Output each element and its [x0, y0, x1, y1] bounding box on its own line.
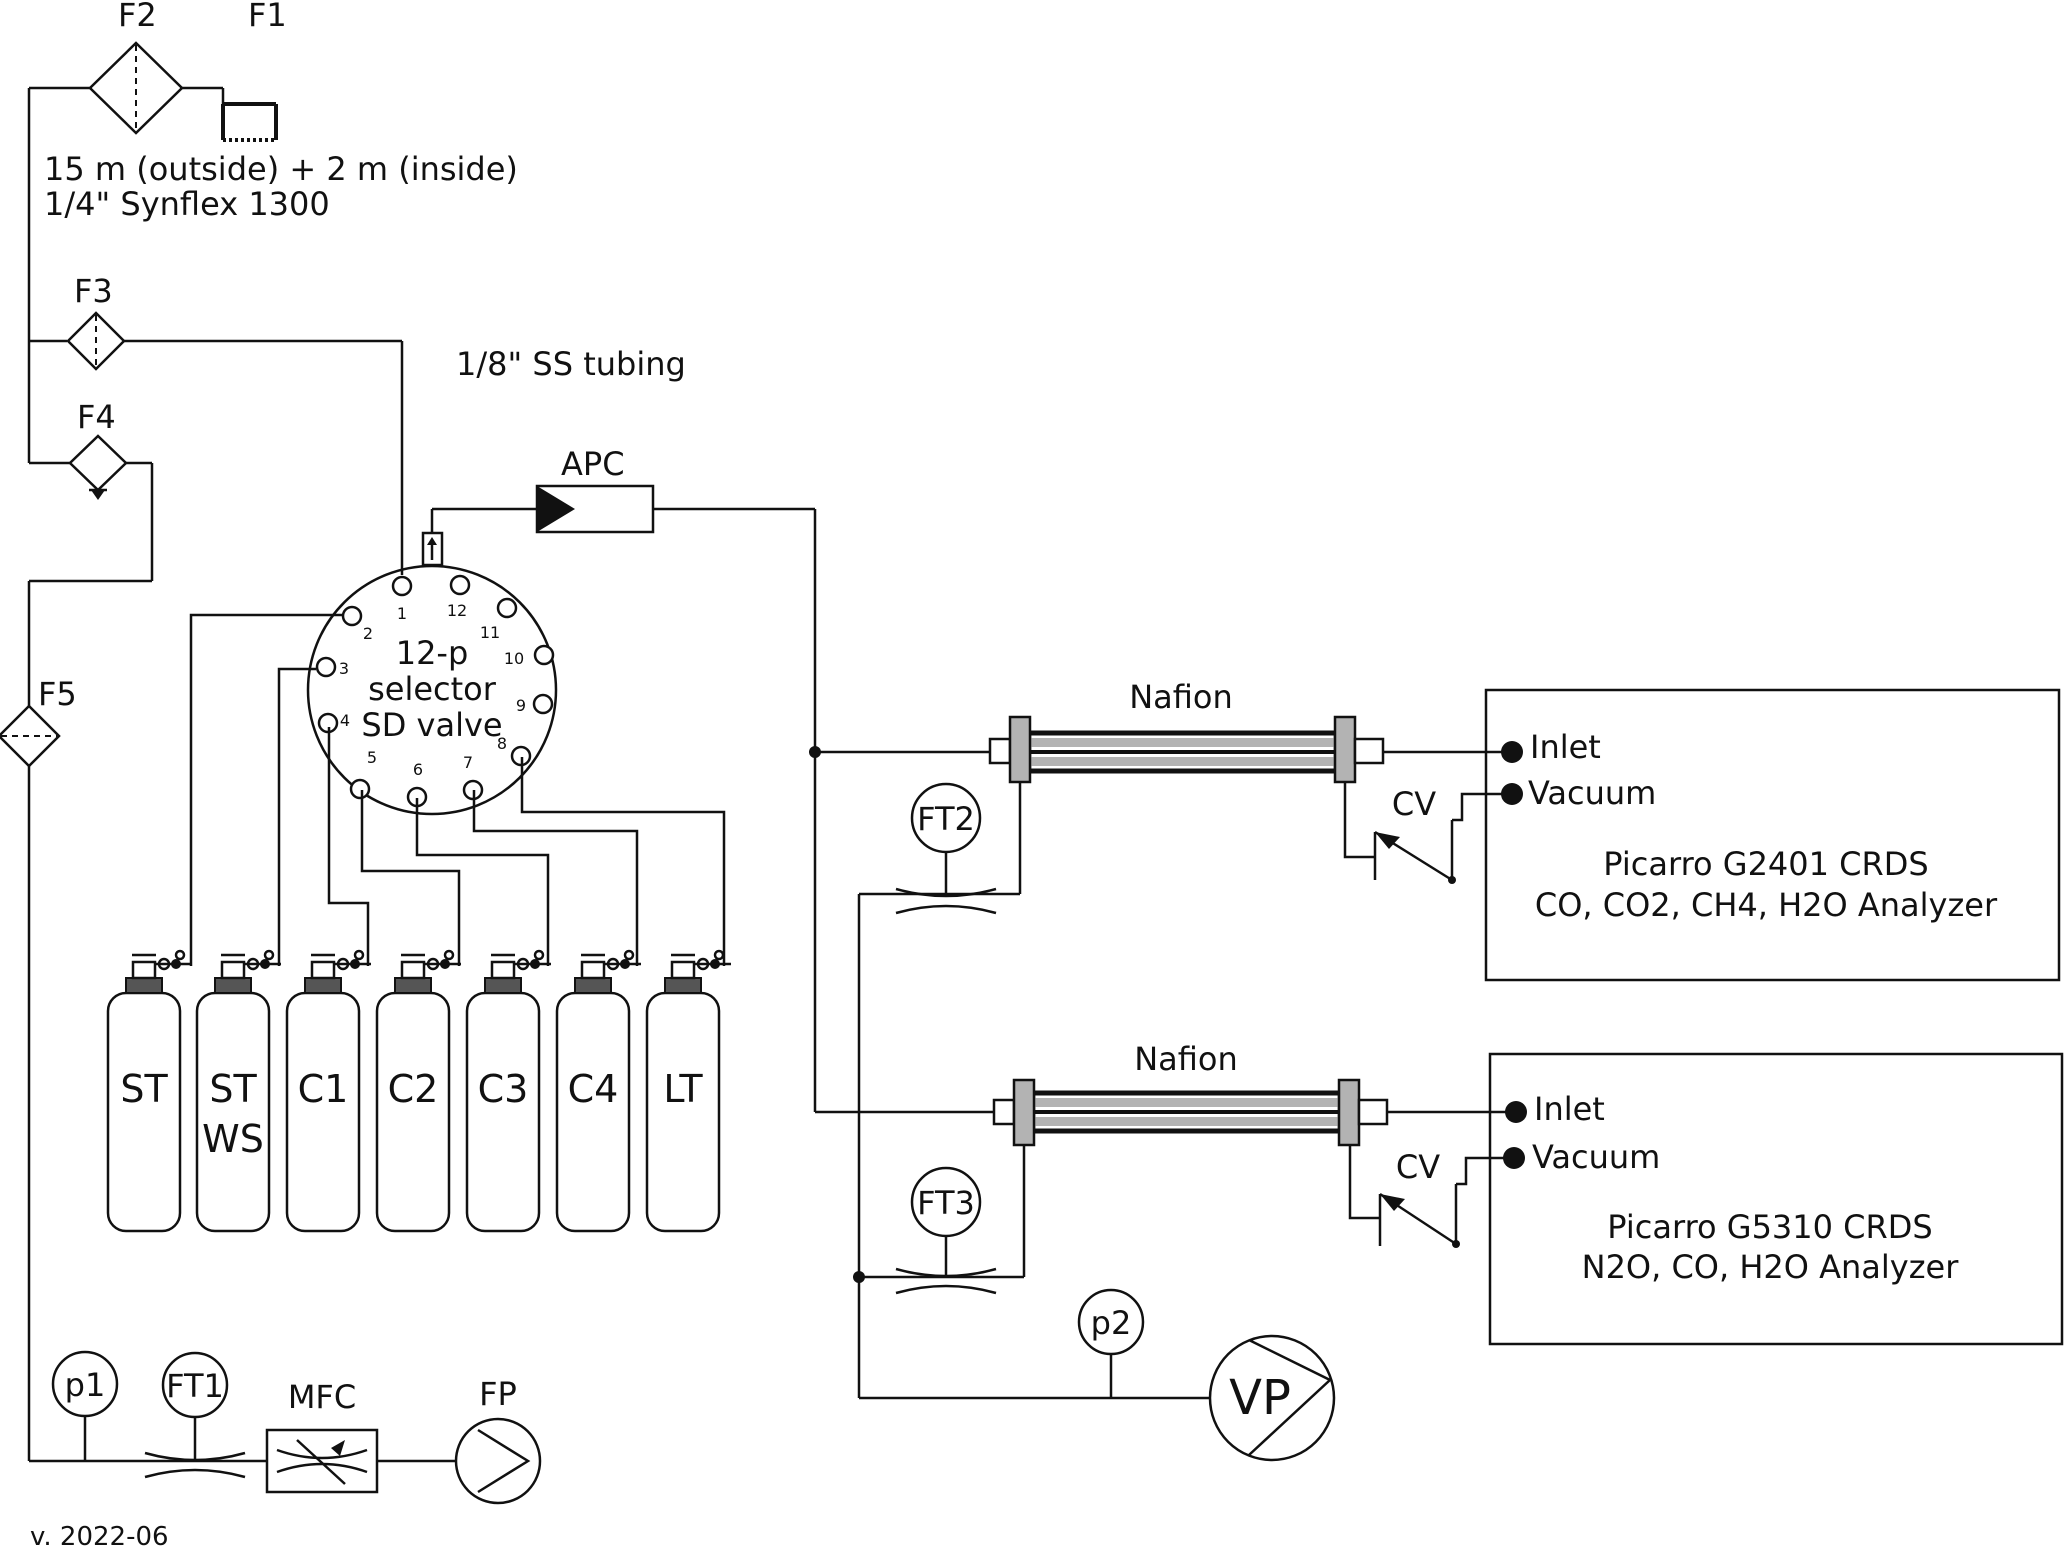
valve-port-2: [341, 605, 363, 627]
nafion-dryer-1: Nafion CV: [809, 678, 1523, 884]
fp-label: FP: [479, 1375, 517, 1413]
valve-label-3: SD valve: [361, 706, 502, 744]
nafion-2-label: Nafion: [1134, 1040, 1238, 1078]
f5-label: F5: [38, 675, 77, 713]
p1-label: p1: [65, 1366, 106, 1404]
gas-cylinder: C1: [285, 949, 371, 1233]
gas-cylinder: C4: [555, 949, 641, 1233]
f3-label: F3: [74, 272, 113, 310]
inlet-tubing-label-1: 15 m (outside) + 2 m (inside): [44, 150, 518, 188]
valve-label-1: 12-p: [396, 634, 469, 672]
valve-port-label: 2: [363, 624, 373, 643]
inlet-manifold: [27, 86, 404, 1463]
valve-port-label: 8: [497, 734, 507, 753]
valve-port-9: [532, 693, 554, 715]
cylinder-label: C2: [388, 1067, 439, 1111]
filter-f3: F3: [66, 272, 126, 371]
analyzer-1: Inlet Vacuum Picarro G2401 CRDS CO, CO2,…: [1484, 688, 2061, 982]
valve-port-10: [533, 644, 555, 666]
valve-port-12: [449, 574, 471, 596]
analyzer-2: Inlet Vacuum Picarro G5310 CRDS N2O, CO,…: [1488, 1052, 2064, 1346]
valve-port-5: [349, 778, 371, 800]
analyzer-1-inlet: Inlet: [1530, 728, 1601, 766]
valve-port-label: 12: [447, 601, 467, 620]
flow-transducer-ft2: FT2: [857, 782, 1022, 1380]
valve-port-label: 9: [516, 696, 526, 715]
valve-port-label: 6: [413, 760, 423, 779]
gas-cylinder: ST WS: [195, 949, 281, 1233]
cylinder-label: C1: [298, 1067, 349, 1111]
analyzer-2-inlet: Inlet: [1534, 1090, 1605, 1128]
flow-transducer-ft1: FT1: [133, 1351, 267, 1479]
ft1-label: FT1: [166, 1367, 224, 1405]
valve-port-label: 11: [480, 623, 500, 642]
cylinder-label: LT: [663, 1067, 703, 1111]
flow-transducer-ft3: FT3: [853, 1145, 1026, 1295]
cv-2-label: CV: [1396, 1148, 1440, 1186]
vacuum-pump: p2 VP: [857, 1288, 1336, 1462]
apc-label: APC: [561, 445, 625, 483]
flow-pump: FP: [454, 1375, 542, 1505]
valve-port-label: 3: [339, 659, 349, 678]
gas-cylinder: C3: [465, 949, 551, 1233]
cylinder-label: C3: [478, 1067, 529, 1111]
f4-label: F4: [77, 398, 116, 436]
nafion-1-label: Nafion: [1129, 678, 1233, 716]
gas-cylinder: LT: [645, 949, 731, 1233]
nafion-dryer-2: Nafion CV: [815, 1040, 1527, 1248]
ft2-label: FT2: [917, 800, 975, 838]
vp-label: VP: [1229, 1370, 1291, 1426]
valve-port-3: [315, 656, 337, 678]
pressure-gauge-p1: p1: [51, 1350, 119, 1461]
inlet-f1: F1: [221, 0, 287, 142]
mfc-label: MFC: [288, 1378, 356, 1416]
ft3-label: FT3: [917, 1184, 975, 1222]
analyzer-2-species: N2O, CO, H2O Analyzer: [1582, 1248, 1960, 1286]
valve-port-label: 1: [397, 604, 407, 623]
ss-tubing-label: 1/8" SS tubing: [456, 345, 686, 383]
analyzer-1-name: Picarro G2401 CRDS: [1603, 845, 1928, 883]
version-label: v. 2022-06: [30, 1522, 169, 1547]
analyzer-1-vacuum: Vacuum: [1528, 774, 1656, 812]
cylinder-label: C4: [568, 1067, 619, 1111]
filter-f4: F4: [68, 398, 128, 500]
gas-cylinder: ST: [106, 949, 192, 1233]
mass-flow-controller: MFC: [265, 1378, 457, 1494]
valve-port-label: 4: [340, 711, 350, 730]
valve-label-2: selector: [368, 670, 497, 708]
analyzer-1-species: CO, CO2, CH4, H2O Analyzer: [1535, 886, 1998, 924]
f1-label: F1: [248, 0, 287, 34]
valve-port-label: 7: [463, 753, 473, 772]
p2-label: p2: [1091, 1304, 1132, 1342]
analyzer-2-name: Picarro G5310 CRDS: [1607, 1208, 1932, 1246]
inlet-tubing-label-2: 1/4" Synflex 1300: [44, 185, 330, 223]
apc: APC: [430, 445, 817, 1112]
gas-cylinders: ST ST WS C1 C2 C3 C4 LT: [106, 949, 731, 1233]
f2-label: F2: [118, 0, 157, 34]
filter-f5: F5: [0, 675, 77, 768]
cv-1-label: CV: [1392, 785, 1436, 823]
cylinder-label: ST: [209, 1067, 257, 1111]
filter-f2: F2: [88, 0, 184, 135]
valve-port-label: 10: [504, 649, 524, 668]
valve-port-label: 5: [367, 748, 377, 767]
cylinder-label: ST: [120, 1067, 168, 1111]
cylinder-tubing: [189, 613, 726, 966]
analyzer-2-vacuum: Vacuum: [1532, 1138, 1660, 1176]
valve-port-11: [496, 597, 518, 619]
gas-cylinder: C2: [375, 949, 461, 1233]
valve-port-1: [391, 575, 413, 597]
cylinder-label-2: WS: [202, 1117, 264, 1161]
